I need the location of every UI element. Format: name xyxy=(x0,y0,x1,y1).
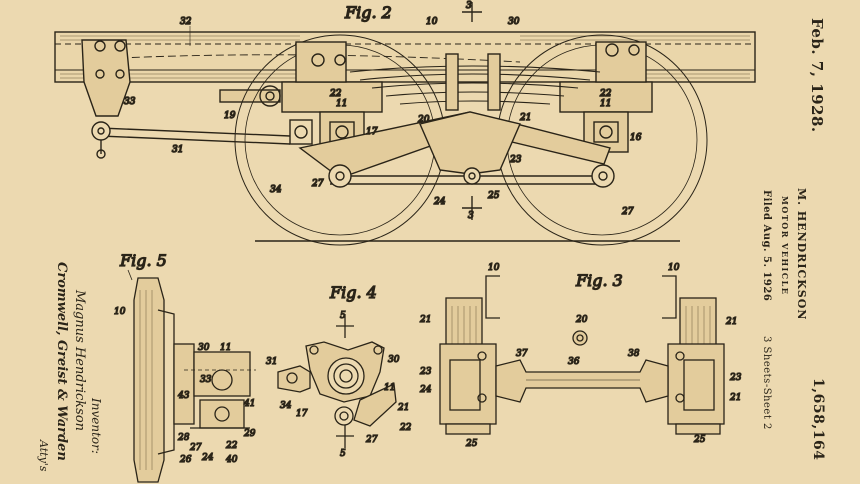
fig4-ref-22: 22 xyxy=(399,423,412,433)
signature-block: Inventor: Magnus Hendrickson Cromwell, G… xyxy=(37,262,103,472)
figure-4-section: Fig. 4 5 30 31 34 17 11 21 22 27 5 xyxy=(265,282,412,459)
fig2-ref-20: 20 xyxy=(417,115,430,125)
attorney-word: Atty's xyxy=(37,439,50,472)
fig5-ref-41: 41 xyxy=(243,399,255,409)
patent-title: MOTOR VEHICLE xyxy=(780,196,790,296)
fig2-ref-11b: 11 xyxy=(600,99,611,109)
fig3-ref-25-left: 25 xyxy=(465,439,478,449)
fig4-ref-11: 11 xyxy=(384,383,395,393)
figure-3-rear-view: Fig. 3 10 10 20 21 21 3 xyxy=(418,262,742,449)
fig5-ref-10: 10 xyxy=(114,307,126,317)
fig5-ref-28: 28 xyxy=(177,433,190,443)
fig5-ref-24: 24 xyxy=(201,453,214,463)
fig4-ref-31: 31 xyxy=(266,357,277,367)
fig4-ref-5-bottom: 5 xyxy=(340,449,346,459)
fig3-ref-25-right: 25 xyxy=(693,435,706,445)
fig5-label: Fig. 5 xyxy=(119,251,167,270)
fig2-ref-24: 24 xyxy=(433,197,446,207)
fig2-ref-22b: 22 xyxy=(599,89,612,99)
fig3-ref-21-right: 21 xyxy=(725,317,737,327)
inventor-name: M. HENDRICKSON xyxy=(795,188,808,321)
fig4-ref-30: 30 xyxy=(388,355,400,365)
fig5-ref-33: 33 xyxy=(200,375,212,385)
fig5-ref-40: 40 xyxy=(225,455,238,465)
fig3-ref-21-left: 21 xyxy=(419,315,431,325)
fig4-ref-17: 17 xyxy=(296,409,308,419)
fig3-ref-10-right: 10 xyxy=(668,263,680,273)
inventor-word: Inventor: xyxy=(89,397,103,454)
fig5-ref-43: 43 xyxy=(177,391,190,401)
patent-number: 1,658,164 xyxy=(810,378,826,461)
filed-date: Filed Aug. 5. 1926 xyxy=(761,190,772,302)
fig5-ref-22: 22 xyxy=(225,441,238,451)
fig2-label: Fig. 2 xyxy=(344,3,392,22)
fig2-ref-3-top: 3 xyxy=(466,1,472,11)
fig3-ref-37: 37 xyxy=(516,349,528,359)
fig2-ref-34: 34 xyxy=(270,185,282,195)
fig2-ref-32: 32 xyxy=(180,17,192,27)
fig2-ref-3-bottom: 3 xyxy=(468,211,474,221)
fig2-ref-30: 30 xyxy=(508,17,520,27)
fig2-ref-25: 25 xyxy=(487,191,500,201)
fig2-ref-10: 10 xyxy=(426,17,438,27)
patent-date: Feb. 7, 1928. xyxy=(808,18,826,133)
fig3-ref-10-left: 10 xyxy=(488,263,500,273)
fig4-ref-27: 27 xyxy=(365,435,378,445)
fig2-ref-11a: 11 xyxy=(336,99,347,109)
fig2-ref-16: 16 xyxy=(630,133,642,143)
fig2-ref-33: 33 xyxy=(124,97,136,107)
fig2-ref-17: 17 xyxy=(366,127,378,137)
fig3-ref-23-right: 23 xyxy=(729,373,742,383)
fig3-ref-36: 36 xyxy=(568,357,580,367)
fig2-ref-31: 31 xyxy=(172,145,183,155)
fig3-ref-38: 38 xyxy=(628,349,640,359)
fig4-label: Fig. 4 xyxy=(329,283,377,302)
fig3-ref-23-left: 23 xyxy=(419,367,432,377)
fig3-ref-24: 24 xyxy=(419,385,432,395)
fig2-ref-21: 21 xyxy=(519,113,531,123)
figure-5-end-view: Fig. 5 10 30 11 33 43 41 28 27 29 22 26 … xyxy=(113,250,256,483)
fig2-ref-22a: 22 xyxy=(329,89,342,99)
fig3-ref-21-bottom: 21 xyxy=(729,393,741,403)
front-spring-bracket xyxy=(81,39,131,117)
fig4-ref-21: 21 xyxy=(397,403,409,413)
fig3-ref-20: 20 xyxy=(575,315,588,325)
figure-2-side-elevation: Fig. 2 3 xyxy=(54,0,756,246)
fig4-ref-5-top: 5 xyxy=(340,311,346,321)
fig2-ref-19: 19 xyxy=(224,111,236,121)
inventor-signature: Magnus Hendrickson xyxy=(72,289,87,431)
fig5-ref-29: 29 xyxy=(243,429,256,439)
sheet-count: 3 Sheets-Sheet 2 xyxy=(761,336,772,430)
fig5-ref-11a: 11 xyxy=(220,343,231,353)
attorney-signature: Cromwell, Greist & Warden xyxy=(54,262,69,461)
fig5-ref-27: 27 xyxy=(189,443,202,453)
fig2-ref-27a: 27 xyxy=(311,179,324,189)
fig2-ref-23: 23 xyxy=(509,155,522,165)
fig5-ref-30: 30 xyxy=(198,343,210,353)
fig3-label: Fig. 3 xyxy=(575,271,623,290)
fig2-ref-27b: 27 xyxy=(621,207,634,217)
fig4-ref-34: 34 xyxy=(280,401,292,411)
fig5-ref-26: 26 xyxy=(179,455,192,465)
